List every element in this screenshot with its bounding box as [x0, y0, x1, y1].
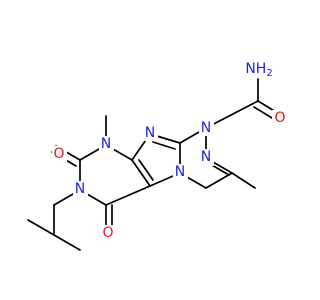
atom-n2-triazine: N: [199, 149, 214, 166]
bond-c4-c5-a: [131, 159, 151, 187]
svg-text:N: N: [145, 125, 155, 141]
atom-label-layer: NH2 O N N N N N N: [52, 60, 287, 242]
atom-n-bridgehead: N: [173, 164, 188, 181]
svg-text:O: O: [102, 225, 113, 241]
svg-text:N: N: [201, 149, 211, 165]
svg-text:NH2: NH2: [245, 61, 272, 79]
bond-layer: [27, 78, 277, 251]
bond-carbonyl-o-b: [253, 106, 273, 119]
bond-ch2-carbonyl: [230, 100, 259, 116]
atom-n-isobutyl: N: [73, 181, 88, 198]
bond-ch-methyl-left: [27, 219, 55, 236]
svg-text:N: N: [101, 136, 111, 152]
bond-c3-methyl: [231, 172, 256, 189]
bond-c4-c5-b: [138, 159, 154, 181]
atom-n1-triazine: N: [199, 119, 214, 136]
bond-ch-methyl-down: [53, 234, 81, 251]
atom-amide-oxygen: O: [272, 110, 287, 127]
svg-text:N: N: [175, 164, 185, 180]
svg-text:O: O: [274, 110, 285, 126]
atom-oxygen-lower: O: [101, 225, 116, 242]
atom-n-imidazole: N: [143, 124, 158, 141]
atom-n-methyl: N: [99, 136, 114, 153]
svg-text:O: O: [53, 146, 64, 162]
chemical-structure-diagram: NH2 O N N N N N N: [27, 60, 287, 251]
svg-text:N: N: [75, 181, 85, 197]
atom-oxygen-upper: O: [52, 146, 67, 163]
atom-amide-nh2: NH2: [245, 60, 274, 79]
svg-text:N: N: [201, 120, 211, 136]
bond-c3-ch2: [205, 172, 233, 189]
bond-c6-c5: [105, 185, 151, 206]
bond-c8a-nimid-b: [152, 141, 176, 150]
